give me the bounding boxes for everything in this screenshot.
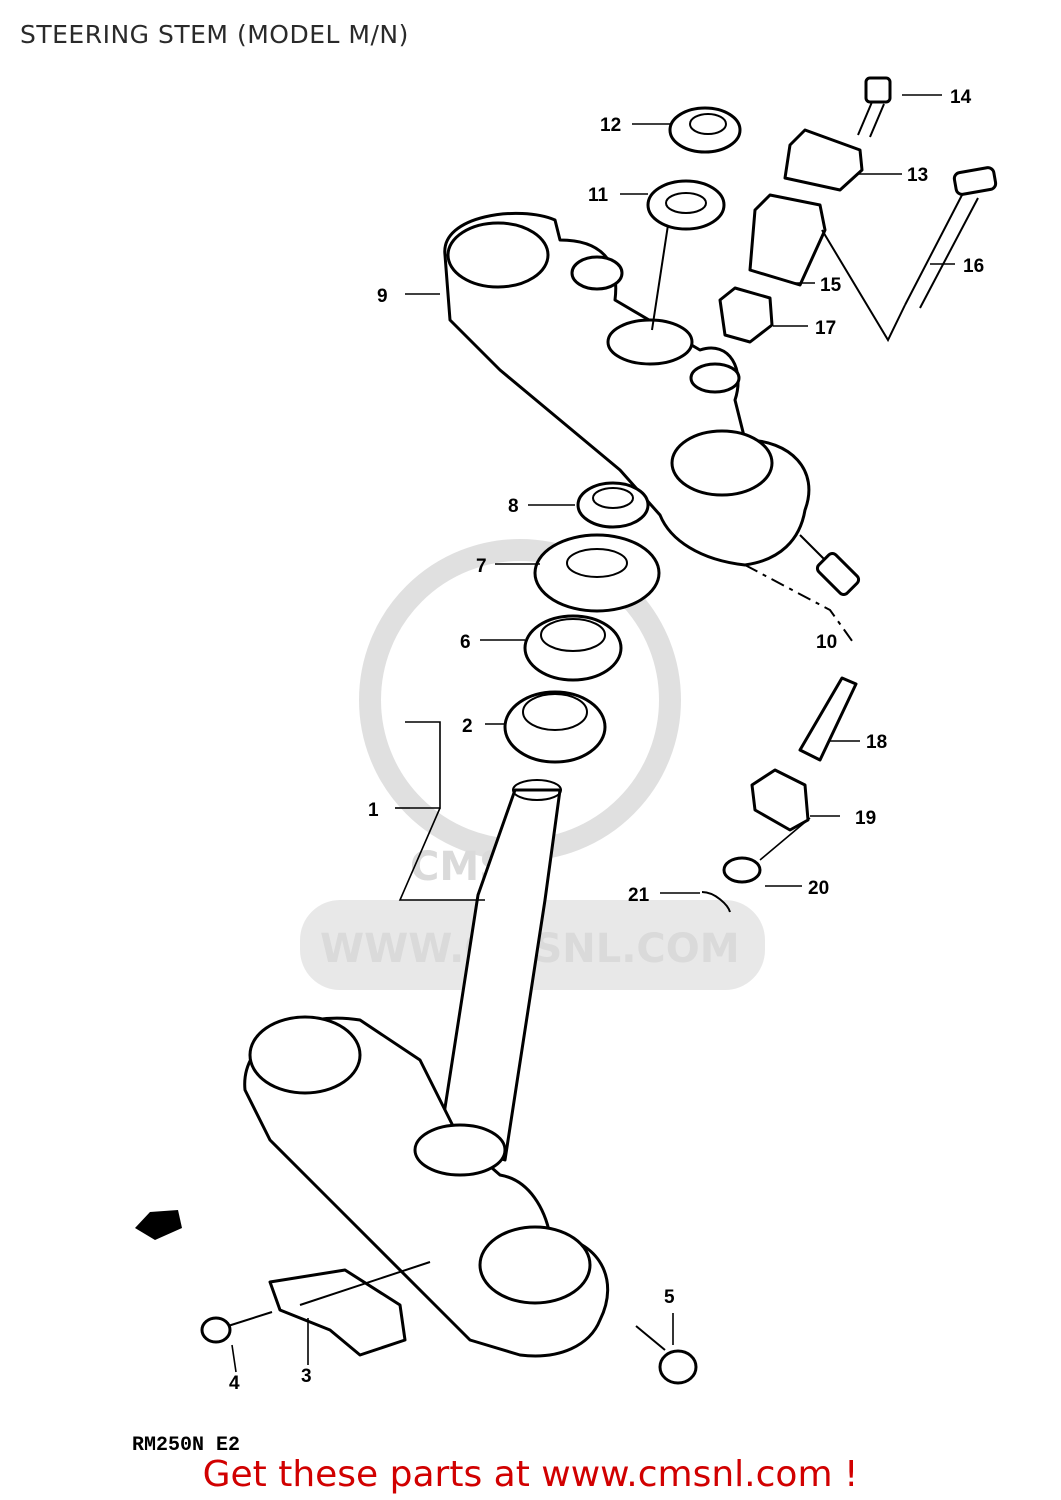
leader-10-dash (744, 564, 856, 646)
label-10: 10 (816, 632, 837, 653)
handlebar-holder-upper[interactable] (783, 128, 864, 192)
handlebar-holder-lower[interactable] (748, 193, 827, 287)
stem-nut[interactable] (576, 481, 650, 529)
cotter-pin[interactable] (701, 891, 731, 913)
leader-11 (651, 224, 669, 331)
label-3: 3 (301, 1366, 312, 1387)
pinch-bolt-upper[interactable] (799, 534, 861, 597)
label-20: 20 (808, 878, 829, 899)
guide-screw[interactable] (200, 1311, 273, 1344)
leader-16-guide (821, 229, 906, 343)
page-title: STEERING STEM (MODEL M/N) (20, 20, 409, 49)
label-1: 1 (368, 800, 379, 821)
label-13: 13 (907, 165, 928, 186)
rubber-cushion[interactable] (718, 286, 774, 344)
label-2: 2 (462, 716, 473, 737)
stem-washer[interactable] (533, 533, 661, 613)
upper-bracket[interactable] (443, 211, 811, 567)
steering-stem[interactable] (243, 779, 610, 1358)
front-arrow-icon (135, 1210, 182, 1240)
lower-bearing[interactable] (503, 690, 607, 764)
label-21: 21 (628, 885, 650, 906)
pinch-bolt-lower[interactable] (635, 1325, 698, 1385)
label-7: 7 (476, 556, 487, 577)
stopper-cap[interactable] (750, 768, 810, 832)
label-19: 19 (855, 808, 876, 829)
label-18: 18 (866, 732, 887, 753)
label-16: 16 (963, 256, 984, 277)
cable-guide[interactable] (268, 1268, 407, 1357)
leader-lines (231, 94, 955, 1373)
upper-bearing[interactable] (523, 614, 623, 682)
handlebar-bolt[interactable] (857, 76, 892, 138)
stopper-pin[interactable] (798, 676, 858, 762)
model-code: RM250N E2 (132, 1434, 241, 1457)
label-12: 12 (600, 115, 621, 136)
label-9: 9 (377, 286, 388, 307)
label-15: 15 (820, 275, 842, 296)
cotter-nut[interactable] (722, 856, 762, 884)
washer-seat (606, 318, 694, 366)
top-washer[interactable] (646, 179, 726, 231)
label-14: 14 (950, 87, 972, 108)
leader-3-guide (299, 1261, 431, 1306)
part-labels: 1 2 3 4 5 6 7 8 9 10 11 12 13 14 15 16 1… (229, 87, 984, 1394)
label-6: 6 (460, 632, 471, 653)
label-11: 11 (588, 185, 609, 206)
label-5: 5 (664, 1287, 675, 1308)
label-8: 8 (508, 496, 519, 517)
top-nut[interactable] (668, 106, 742, 154)
label-17: 17 (815, 318, 836, 339)
holder-bolt[interactable] (904, 166, 998, 309)
buy-parts-link[interactable]: Get these parts at www.cmsnl.com ! (202, 1454, 859, 1495)
label-4: 4 (229, 1373, 240, 1394)
